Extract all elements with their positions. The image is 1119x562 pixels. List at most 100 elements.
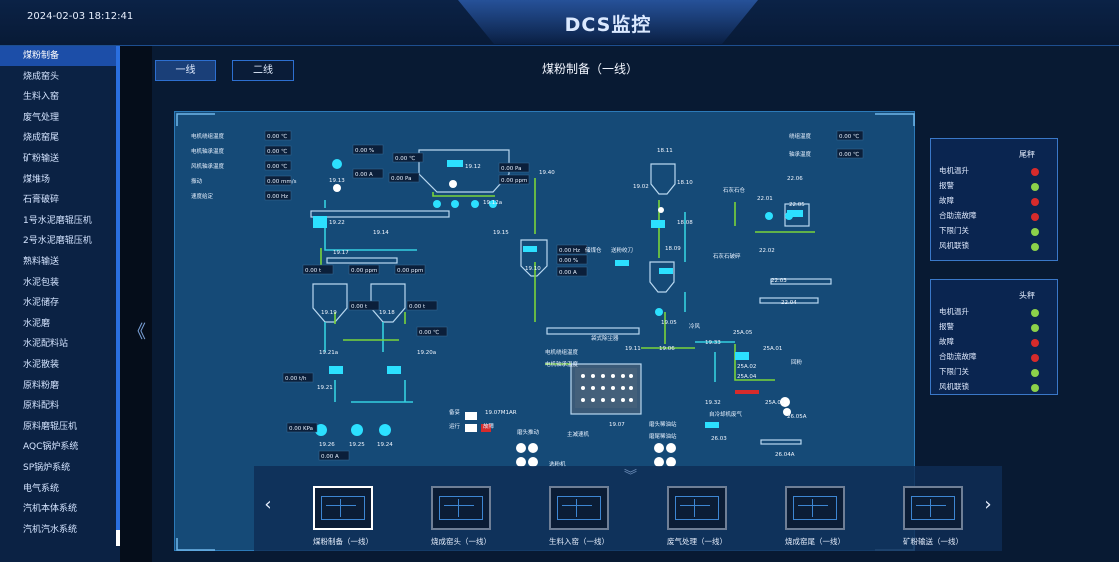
equipment-id: 19.07M1AR [485, 410, 517, 416]
carousel-thumbnail[interactable] [785, 486, 845, 530]
collapse-sidebar-icon[interactable]: 《 [128, 322, 146, 343]
sidebar-item[interactable]: 水泥包装 [23, 277, 60, 288]
status-label: 合助流故障 [939, 211, 977, 220]
sidebar-item[interactable]: 原料粉磨 [23, 380, 60, 391]
value-box [352, 168, 384, 179]
equipment-id: 18.10 [677, 180, 693, 186]
reading-value: 0.00 t/h [285, 376, 307, 382]
sidebar-item[interactable]: 烧成窑尾 [23, 133, 60, 144]
status-label: 风机联锁 [939, 241, 969, 250]
equipment-id: 19.33 [705, 340, 721, 346]
carousel-thumbnail[interactable] [667, 486, 727, 530]
equipment-id: 26.04A [775, 452, 795, 458]
reading-value: 0.00 t [409, 304, 426, 310]
equipment-id: 19.25 [349, 442, 365, 448]
sidebar-item[interactable]: 原料磨辊压机 [23, 421, 78, 432]
reading-value: 0.00 t [351, 304, 368, 310]
carousel-thumbnail[interactable] [313, 486, 373, 530]
equipment-id: 18.09 [665, 246, 681, 252]
sidebar-item[interactable]: 矿粉输送 [23, 154, 60, 164]
sidebar-item[interactable]: 熟料输送 [23, 257, 60, 267]
diagram-text: 回粉 [791, 358, 803, 366]
carousel-thumbnail[interactable] [431, 486, 491, 530]
flow-pipes-green [320, 178, 815, 381]
reading-value: 0.00 % [355, 148, 374, 154]
status-label: 合助流故障 [939, 352, 977, 361]
carousel-thumbnail-label: 煤粉制备（一线） [313, 537, 373, 546]
carousel-prev-button[interactable]: ‹ [264, 494, 272, 515]
carousel-thumbnail[interactable] [903, 486, 963, 530]
equipment-id: 19.05 [661, 320, 677, 326]
reading-value: 0.00 ppm [501, 178, 527, 184]
equipment-id: 25A.04 [737, 374, 757, 380]
tab-line-2[interactable]: 二线 [232, 60, 294, 81]
status-label: 报警 [939, 181, 954, 190]
sidebar-item[interactable]: 原料配料 [23, 401, 60, 412]
sidebar-item[interactable]: 烧成窑头 [23, 71, 60, 82]
status-row: 风机联锁 [939, 240, 1049, 254]
equipment-id: 19.14 [373, 230, 389, 236]
equipment-id: 19.21a [319, 350, 338, 356]
page-title: 煤粉制备（一线） [541, 62, 638, 76]
carousel-next-button[interactable]: › [984, 494, 992, 515]
value-box [264, 130, 292, 141]
value-box [264, 160, 292, 171]
status-row: 合助流故障 [939, 210, 1049, 224]
status-indicator-icon [1031, 309, 1039, 317]
collapse-strip [120, 46, 152, 562]
carousel-thumbnail[interactable] [549, 486, 609, 530]
sidebar-item[interactable]: 石膏破碎 [23, 195, 60, 206]
equipment-id: 19.21 [317, 385, 333, 391]
sidebar-item[interactable]: 汽机汽水系统 [23, 524, 78, 535]
status-row: 下限门关 [939, 366, 1049, 380]
sidebar-item[interactable]: 1号水泥磨辊压机 [23, 215, 92, 226]
status-indicator-icon [1031, 228, 1039, 236]
status-label: 下限门关 [939, 226, 969, 235]
sidebar-item[interactable]: 水泥磨 [23, 318, 51, 329]
tab-line-1[interactable]: 一线 [155, 60, 216, 81]
value-box [302, 264, 334, 275]
equipment-id: 22.03 [771, 278, 787, 284]
chevron-double-down-icon[interactable]: ︾ [624, 469, 638, 484]
diagram-text: 袋式除尘器 [591, 334, 619, 342]
equipment-id: 26.05A [787, 414, 807, 420]
param-value: 0.00 Hz [267, 194, 288, 200]
value-box [282, 372, 314, 383]
status-row: 故障 [939, 336, 1049, 350]
param-value: 0.00 ℃ [267, 163, 287, 170]
equipment-id: 19.18 [379, 310, 395, 316]
sidebar-item[interactable]: 水泥散装 [23, 360, 60, 370]
sidebar-item[interactable]: 生料入窑 [23, 92, 60, 103]
value-box [352, 144, 384, 155]
param-label: 绕组温度 [789, 132, 812, 140]
diagram-text: 选粉机 [549, 460, 566, 468]
reading-value: 0.00 ℃ [395, 155, 415, 162]
value-box [264, 190, 292, 201]
sidebar-item[interactable]: 废气处理 [23, 112, 60, 123]
sidebar-item[interactable]: 汽机本体系统 [23, 504, 78, 515]
equipment-id: 22.01 [757, 196, 773, 202]
carousel-thumbnail-label: 矿粉输送（一线） [903, 537, 963, 546]
sidebar-item[interactable]: 电气系统 [23, 483, 60, 494]
sidebar-item[interactable]: 2号水泥磨辊压机 [23, 236, 92, 247]
sidebar-item[interactable]: 煤堆场 [23, 174, 51, 185]
sidebar-item[interactable]: 水泥储存 [23, 298, 60, 309]
sidebar-item[interactable]: 水泥配料站 [23, 339, 69, 350]
sidebar-scroll-handle[interactable] [116, 530, 120, 546]
equipment-id: 22.05 [789, 202, 805, 208]
page-header-title: DCS监控 [564, 14, 652, 36]
value-box [836, 130, 864, 141]
equipment-id: 19.40 [539, 170, 555, 176]
status-indicator-icon [1031, 384, 1039, 392]
thumbnail-preview-icon [557, 496, 601, 520]
screen-carousel: ︾ ‹ › 煤粉制备（一线）烧成窑头（一线）生料入窑（一线）废气处理（一线）烧成… [254, 466, 1002, 551]
sidebar-item[interactable]: AQC锅炉系统 [23, 442, 79, 453]
equipment-id: 19.02 [633, 184, 649, 190]
value-box [556, 254, 588, 265]
reading-value: 0.00 ℃ [419, 329, 439, 336]
equipment-id: 26.03 [711, 436, 727, 442]
sidebar-item[interactable]: 煤粉制备 [0, 46, 116, 66]
param-label: 速度给定 [191, 192, 214, 200]
sidebar-item[interactable]: SP锅炉系统 [23, 463, 71, 473]
